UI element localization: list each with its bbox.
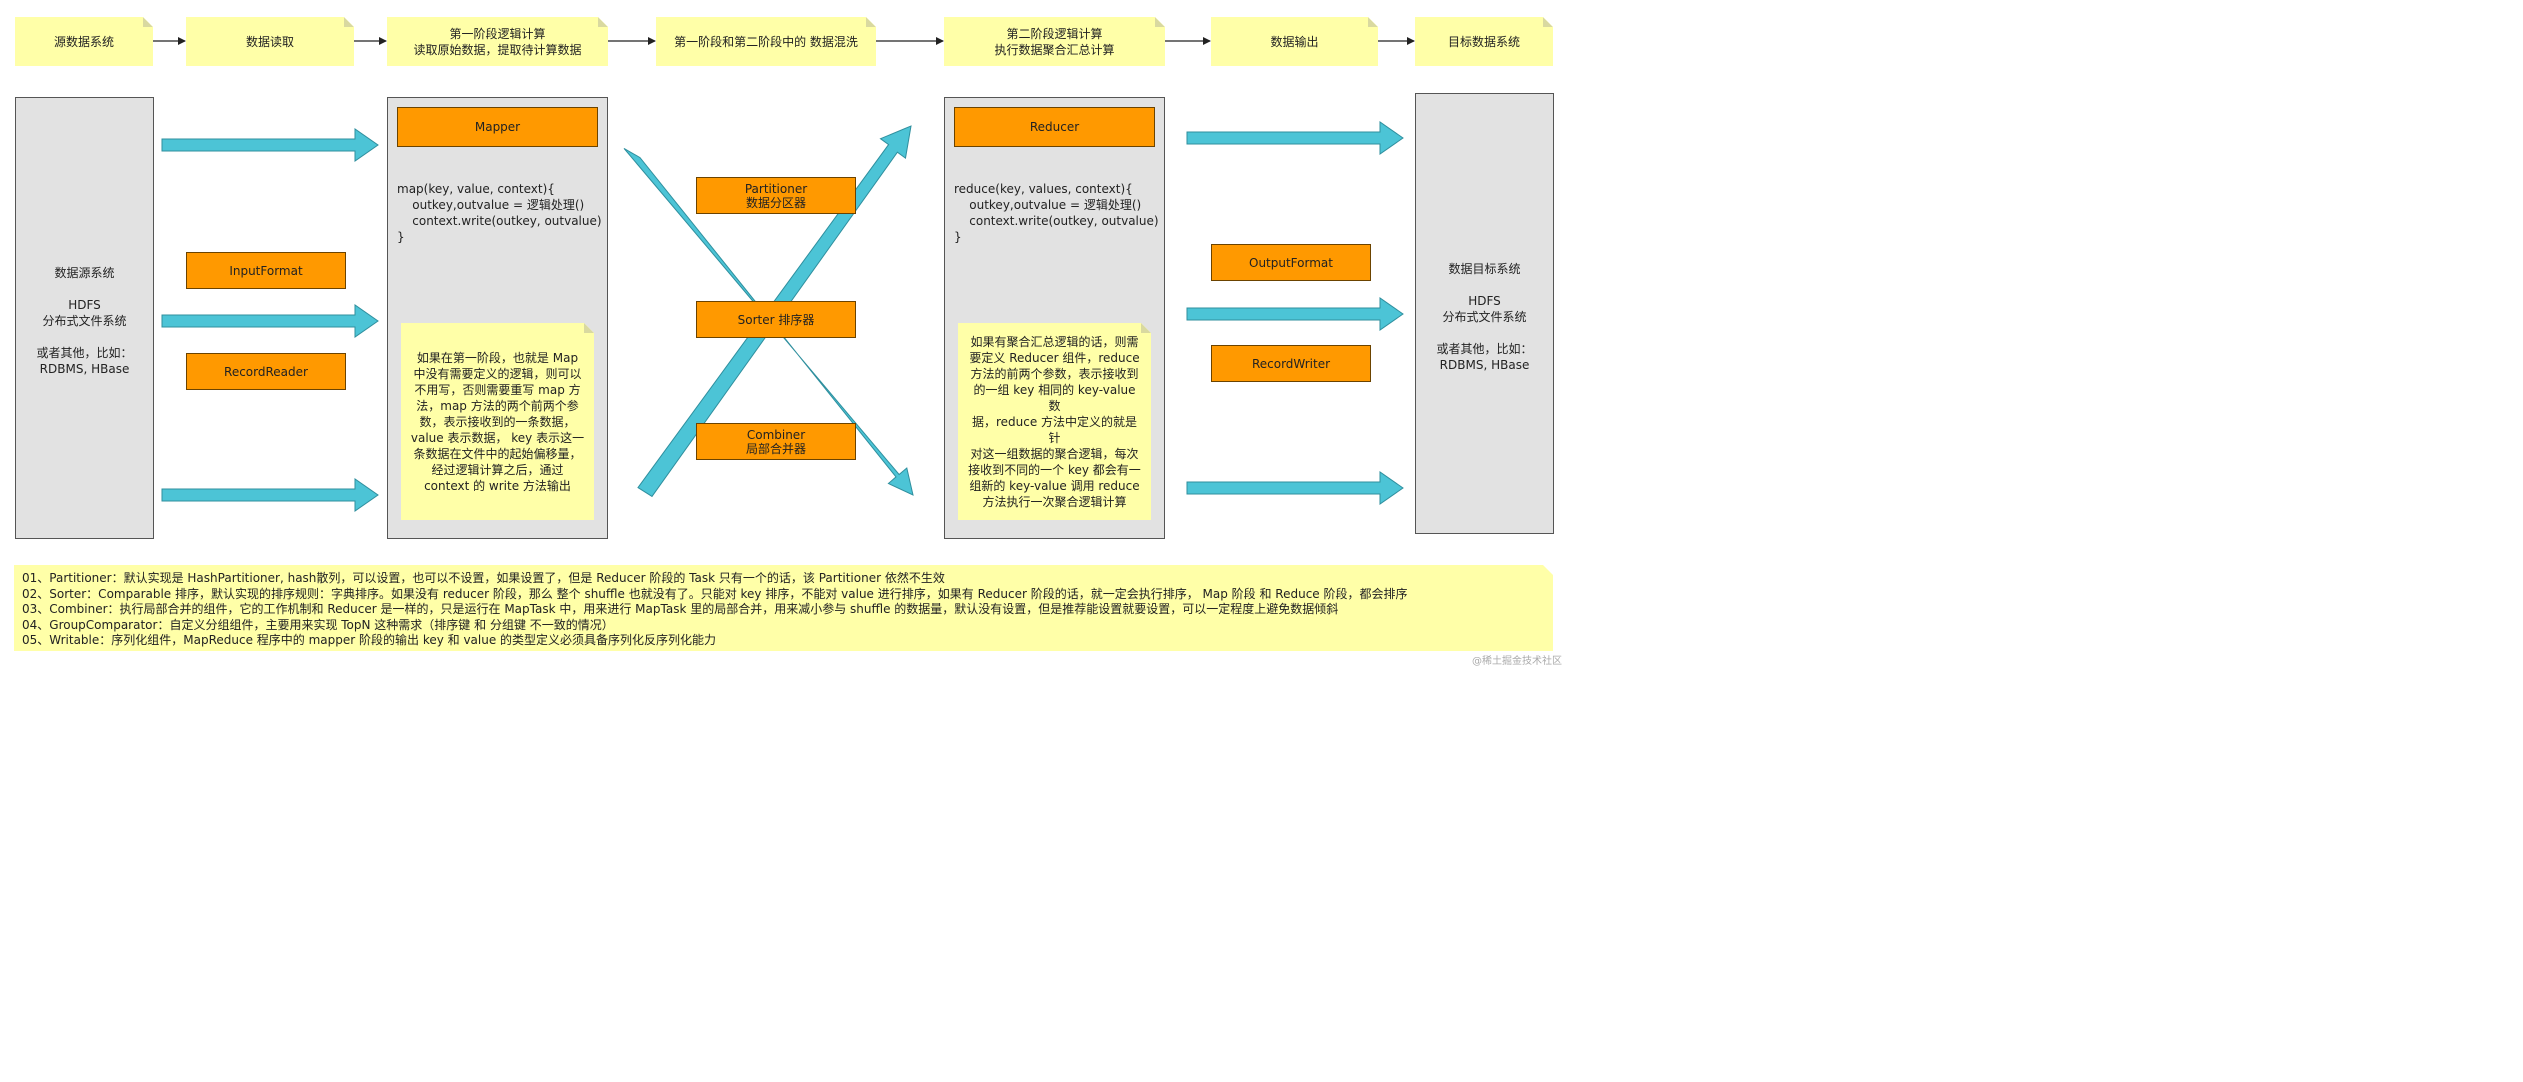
reducer-note: 如果有聚合汇总逻辑的话，则需 要定义 Reducer 组件，reduce 方法的… <box>958 323 1151 520</box>
step-label: 源数据系统 <box>53 34 114 49</box>
map-function-code: map(key, value, context){ outkey,outvalu… <box>397 182 602 244</box>
step-stage2-compute: 第二阶段逻辑计算 执行数据聚合汇总计算 <box>944 17 1165 66</box>
step-target-system: 目标数据系统 <box>1415 17 1553 66</box>
note-sorter: 02、Sorter：Comparable 排序，默认实现的排序规则：字典排序。如… <box>22 586 1408 601</box>
target-system-label: 数据目标系统 HDFS 分布式文件系统 或者其他，比如： RDBMS, HBas… <box>1436 262 1533 372</box>
note-groupcomparator: 04、GroupComparator：自定义分组组件，主要用来实现 TopN 这… <box>22 617 614 632</box>
shuffle-cross-arrow-down <box>623 147 914 496</box>
mapper-note: 如果在第一阶段，也就是 Map 中没有需要定义的逻辑，则可以 不用写，否则需要重… <box>401 323 594 520</box>
note-partitioner: 01、Partitioner：默认实现是 HashPartitioner, ha… <box>22 571 945 585</box>
flow-arrow-input-3 <box>161 478 379 512</box>
step-label: 第一阶段逻辑计算 读取原始数据，提取待计算数据 <box>413 26 582 57</box>
reduce-function-code: reduce(key, values, context){ outkey,out… <box>954 182 1159 244</box>
mapreduce-diagram: 源数据系统 数据读取 第一阶段逻辑计算 读取原始数据，提取待计算数据 第一阶段和… <box>0 0 1568 670</box>
flow-arrow-output-3 <box>1186 471 1404 505</box>
recordwriter-box: RecordWriter <box>1211 345 1371 382</box>
step-label: 第一阶段和第二阶段中的 数据混洗 <box>674 34 858 49</box>
flow-arrow-input-2 <box>161 304 379 338</box>
flow-arrow-input-1 <box>161 128 379 162</box>
sorter-box: Sorter 排序器 <box>696 301 856 338</box>
mapper-title-box: Mapper <box>397 107 598 147</box>
step-source-system: 源数据系统 <box>15 17 153 66</box>
step-shuffle: 第一阶段和第二阶段中的 数据混洗 <box>656 17 876 66</box>
reducer-title-box: Reducer <box>954 107 1155 147</box>
watermark: @稀土掘金技术社区 <box>1472 656 1562 667</box>
source-system-label: 数据源系统 HDFS 分布式文件系统 或者其他，比如： RDBMS, HBase <box>36 266 133 376</box>
step-stage1-compute: 第一阶段逻辑计算 读取原始数据，提取待计算数据 <box>387 17 608 66</box>
step-label: 数据读取 <box>245 34 294 49</box>
combiner-box: Combiner 局部合并器 <box>696 423 856 460</box>
component-notes: 01、Partitioner：默认实现是 HashPartitioner, ha… <box>14 565 1553 651</box>
step-label: 目标数据系统 <box>1447 34 1520 49</box>
target-system-panel <box>1415 93 1554 534</box>
flow-arrow-output-2 <box>1186 297 1404 331</box>
partitioner-box: Partitioner 数据分区器 <box>696 177 856 214</box>
step-data-output: 数据输出 <box>1211 17 1378 66</box>
reducer-note-text: 如果有聚合汇总逻辑的话，则需 要定义 Reducer 组件，reduce 方法的… <box>968 334 1141 509</box>
outputformat-box: OutputFormat <box>1211 244 1371 281</box>
recordreader-box: RecordReader <box>186 353 346 390</box>
inputformat-box: InputFormat <box>186 252 346 289</box>
mapper-note-text: 如果在第一阶段，也就是 Map 中没有需要定义的逻辑，则可以 不用写，否则需要重… <box>410 350 585 493</box>
step-data-read: 数据读取 <box>186 17 354 66</box>
step-label: 第二阶段逻辑计算 执行数据聚合汇总计算 <box>994 26 1115 57</box>
source-system-panel <box>15 97 154 539</box>
flow-arrow-output-1 <box>1186 121 1404 155</box>
step-label: 数据输出 <box>1270 34 1319 49</box>
note-combiner: 03、Combiner：执行局部合并的组件，它的工作机制和 Reducer 是一… <box>22 602 1339 616</box>
note-writable: 05、Writable：序列化组件，MapReduce 程序中的 mapper … <box>22 633 717 647</box>
